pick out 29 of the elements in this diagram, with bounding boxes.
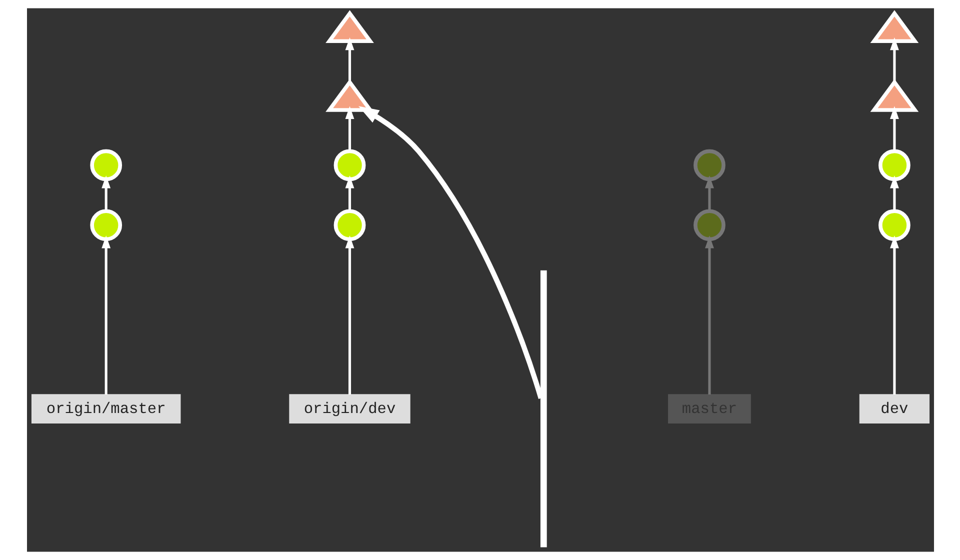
node-triangle [870, 10, 918, 44]
node-circle [878, 209, 910, 242]
node-box: origin/master [30, 394, 180, 424]
node-circle [333, 149, 366, 182]
arrow [344, 37, 354, 82]
node-box: dev [858, 394, 930, 424]
node-circle [693, 209, 725, 242]
arrow [889, 106, 898, 151]
node-circle [878, 149, 910, 182]
arrow [704, 235, 714, 395]
node-circle [90, 209, 122, 242]
arrow [344, 106, 354, 151]
node-bar [540, 270, 546, 548]
node-triangle [325, 79, 374, 112]
arrow [358, 106, 543, 399]
node-circle [333, 209, 366, 242]
node-circle [90, 149, 122, 182]
arrow [344, 235, 354, 395]
arrow [101, 175, 110, 211]
node-box: origin/dev [288, 394, 410, 424]
arrow [889, 235, 898, 395]
arrow [704, 175, 714, 211]
node-triangle [870, 79, 918, 112]
arrow [889, 175, 898, 211]
node-circle [693, 149, 725, 182]
arrow [344, 175, 354, 211]
arrow [101, 235, 110, 395]
arrow [889, 37, 898, 82]
node-triangle [325, 10, 374, 44]
